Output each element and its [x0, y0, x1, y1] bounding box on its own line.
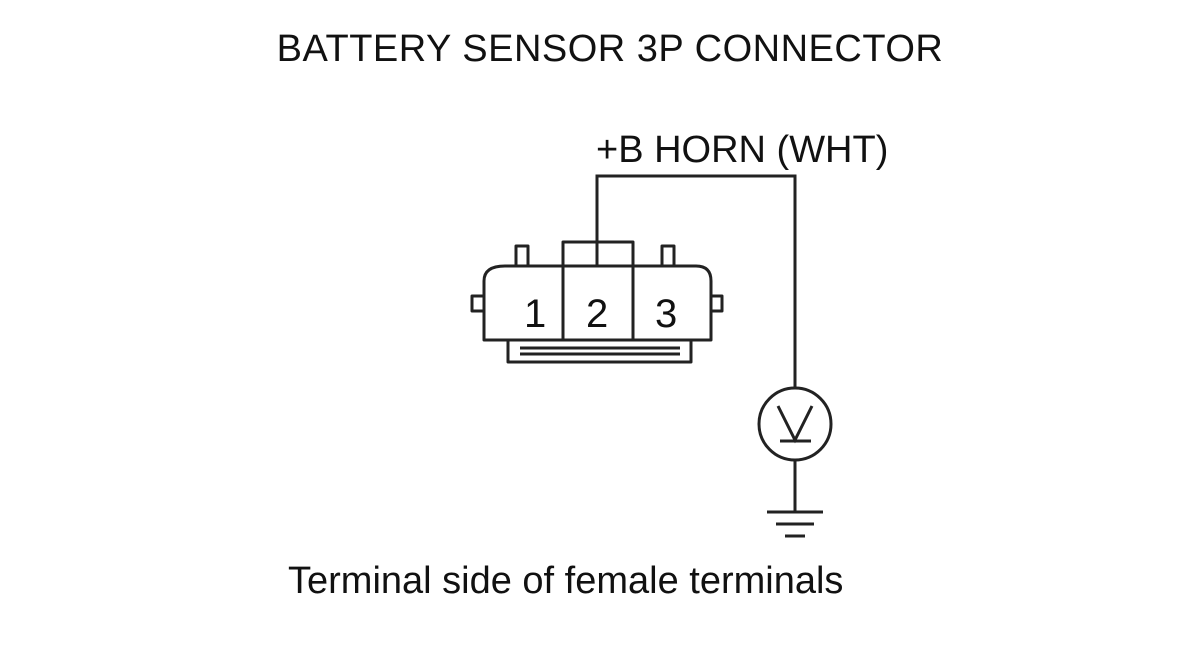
wire-label: +B HORN (WHT) — [596, 129, 888, 171]
connector-housing — [470, 240, 724, 364]
footer-note: Terminal side of female terminals — [288, 560, 844, 602]
terminal-2-label: 2 — [586, 292, 608, 336]
terminal-1-label: 1 — [524, 292, 546, 336]
ground-icon — [767, 510, 823, 538]
probe-wire — [595, 174, 797, 388]
diagram-title: BATTERY SENSOR 3P CONNECTOR — [276, 28, 944, 70]
voltmeter-icon — [757, 386, 833, 462]
terminal-3-label: 3 — [655, 292, 677, 336]
